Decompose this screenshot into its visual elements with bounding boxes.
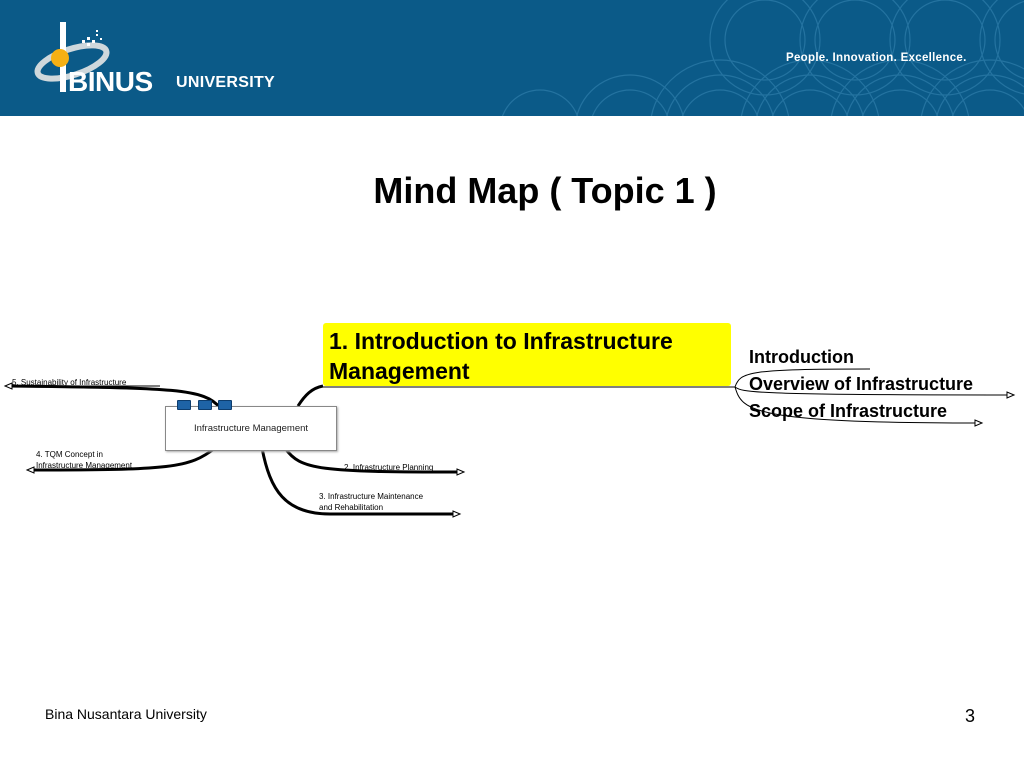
branch-3-line-2: and Rehabilitation [319, 503, 384, 512]
branch-4-label: 4. TQM Concept in Infrastructure Managem… [36, 449, 132, 471]
footer-organization: Bina Nusantara University [45, 706, 207, 722]
subtopic-introduction: Introduction [749, 347, 854, 367]
highlighted-topic-line-1: 1. Introduction to Infrastructure [329, 328, 673, 354]
highlighted-topic-box [323, 323, 731, 386]
wave-pattern-decoration [501, 0, 1024, 116]
node-tab-icon [198, 400, 212, 410]
node-tab-icon [177, 400, 191, 410]
central-node-label: Infrastructure Management [193, 423, 309, 434]
tagline: People. Innovation. Excellence. [786, 52, 967, 64]
central-node: Infrastructure Management [165, 406, 337, 451]
branch-3-label: 3. Infrastructure Maintenance and Rehabi… [319, 491, 423, 513]
branch-2-label: 2. Infrastructure Planning [344, 463, 434, 472]
branch-5-label: 5. Sustainability of Infrastructure [12, 378, 127, 387]
logo-binus-text: BINUS [68, 66, 153, 97]
highlighted-topic-label: 1. Introduction to Infrastructure Manage… [329, 326, 673, 386]
slide-title: Mind Map ( Topic 1 ) [373, 170, 717, 211]
subtopic-overview: Overview of Infrastructure [749, 374, 974, 394]
node-tab-icon [218, 400, 232, 410]
highlighted-topic-line-2: Management [329, 358, 470, 384]
subtopic-scope: Scope of Infrastructure [749, 401, 948, 421]
header-banner: BINUS UNIVERSITY People. Innovation. Exc… [0, 0, 1024, 116]
branch-3-line-1: 3. Infrastructure Maintenance [319, 492, 424, 501]
logo-university-text: UNIVERSITY [176, 74, 276, 91]
branch-4-line-2: Infrastructure Management [36, 461, 133, 470]
logo-swoosh-icon [34, 22, 110, 92]
branch-4-line-1: 4. TQM Concept in [36, 450, 103, 459]
binus-logo: BINUS UNIVERSITY [30, 20, 300, 102]
page-number: 3 [965, 706, 976, 726]
